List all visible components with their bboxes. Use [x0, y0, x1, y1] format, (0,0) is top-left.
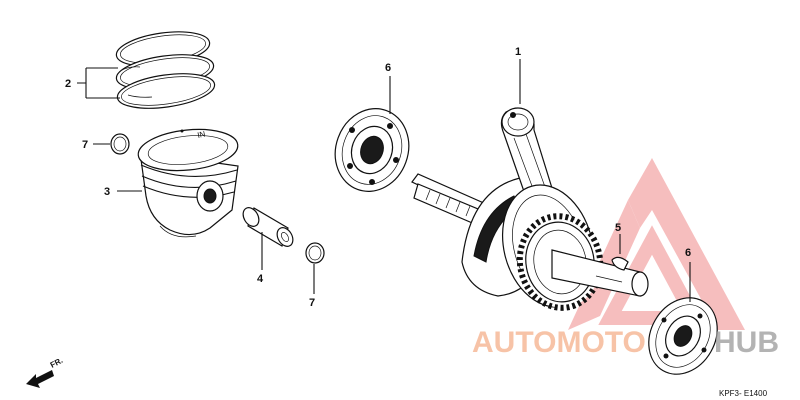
- crankshaft-assembly[interactable]: [411, 107, 649, 317]
- crankshaft-bearing-right[interactable]: [635, 285, 730, 386]
- svg-text:3: 3: [104, 186, 110, 198]
- svg-text:HUB: HUB: [714, 326, 779, 359]
- piston-rings[interactable]: [114, 27, 217, 114]
- svg-text:7: 7: [309, 297, 315, 309]
- svg-text:7: 7: [82, 139, 88, 151]
- diagram-code: KPF3- E1400: [719, 389, 768, 398]
- callout-1: 1: [515, 46, 521, 104]
- svg-text:4: 4: [257, 273, 264, 285]
- callout-2: 2: [65, 67, 120, 99]
- callout-6-left: 6: [385, 62, 391, 114]
- svg-text:2: 2: [65, 78, 71, 90]
- svg-text:1: 1: [515, 46, 521, 58]
- svg-text:IN: IN: [197, 129, 207, 140]
- callout-5: 5: [615, 222, 621, 254]
- piston-pin[interactable]: [240, 205, 296, 249]
- svg-text:6: 6: [685, 247, 691, 259]
- front-direction-arrow: FR.: [26, 356, 64, 388]
- svg-text:AUTOMOTO: AUTOMOTO: [472, 326, 646, 359]
- callout-4: 4: [257, 232, 264, 285]
- callout-6-right: 6: [685, 247, 691, 302]
- callout-7-top: 7: [82, 139, 110, 151]
- crankshaft-bearing-left[interactable]: [324, 98, 420, 202]
- woodruff-key[interactable]: [611, 256, 629, 271]
- svg-text:5: 5: [615, 222, 621, 234]
- svg-text:6: 6: [385, 62, 391, 74]
- svg-text:FR.: FR.: [49, 356, 65, 370]
- callout-7-bottom: 7: [309, 264, 315, 309]
- piston-pin-clip-bottom[interactable]: [305, 242, 325, 264]
- piston-pin-clip-top[interactable]: [110, 133, 130, 155]
- watermark-text: AUTOMOTO HUB: [472, 326, 779, 359]
- callout-3: 3: [104, 186, 142, 198]
- piston[interactable]: IN: [136, 125, 240, 238]
